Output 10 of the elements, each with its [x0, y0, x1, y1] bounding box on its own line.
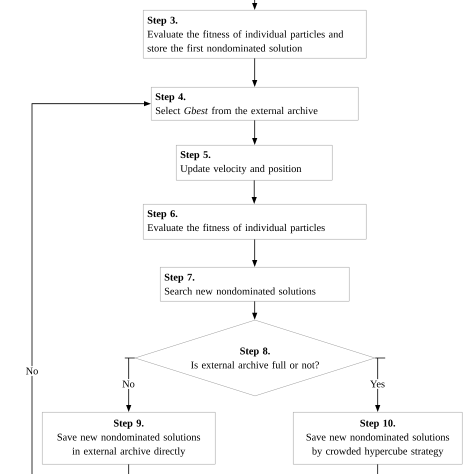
edge-label: No	[120, 379, 136, 389]
process-box: Step 4. Select Gbest from the external archive	[151, 87, 358, 120]
process-box: Step 9. Save new nondominated solutions in external archive directly	[42, 412, 216, 464]
edge-label: No	[24, 366, 40, 376]
process-box: Step 10. Save new nondominated solutions by crowded hypercube strategy	[293, 412, 462, 464]
process-box: Step 3. Evaluate the fitness of individual particles and store the first nondominated solution	[143, 10, 366, 58]
process-box: Step 5. Update velocity and position	[176, 145, 332, 180]
edge-label: Yes	[368, 379, 386, 389]
process-box: Step 6. Evaluate the fitness of individual particles	[143, 204, 366, 240]
process-box: Step 7. Search new nondominated solutions	[160, 267, 350, 302]
